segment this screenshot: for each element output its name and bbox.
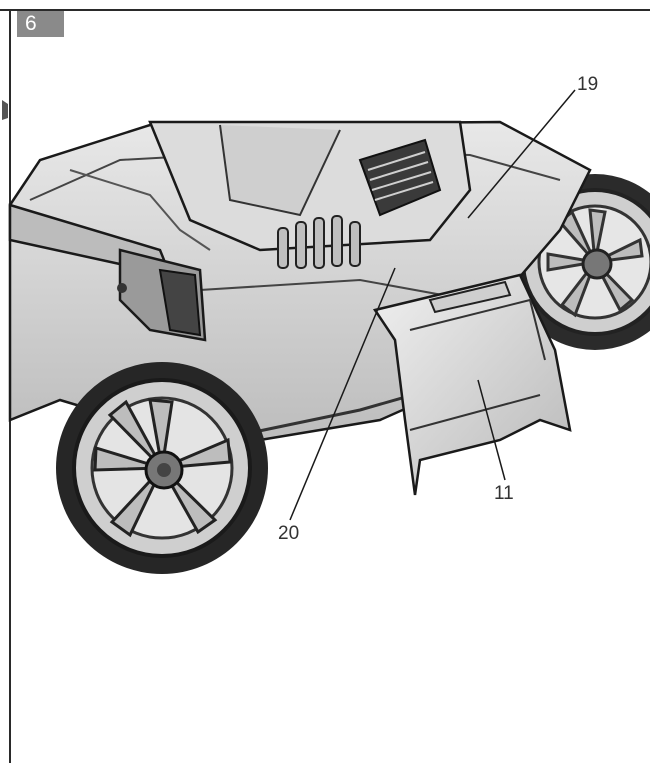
- leader-lines: [289, 89, 576, 521]
- handle-frame: [8, 203, 207, 342]
- frame-top-border: [0, 9, 650, 11]
- discharge-flap: [372, 273, 572, 496]
- figure-number-badge: 6: [17, 11, 64, 37]
- front-wheel: [56, 362, 268, 574]
- left-edge-fragment: [2, 100, 8, 120]
- callout-19: 19: [577, 74, 599, 95]
- motor-housing: [148, 120, 472, 269]
- callout-11: 11: [494, 483, 514, 504]
- callout-20: 20: [278, 523, 300, 544]
